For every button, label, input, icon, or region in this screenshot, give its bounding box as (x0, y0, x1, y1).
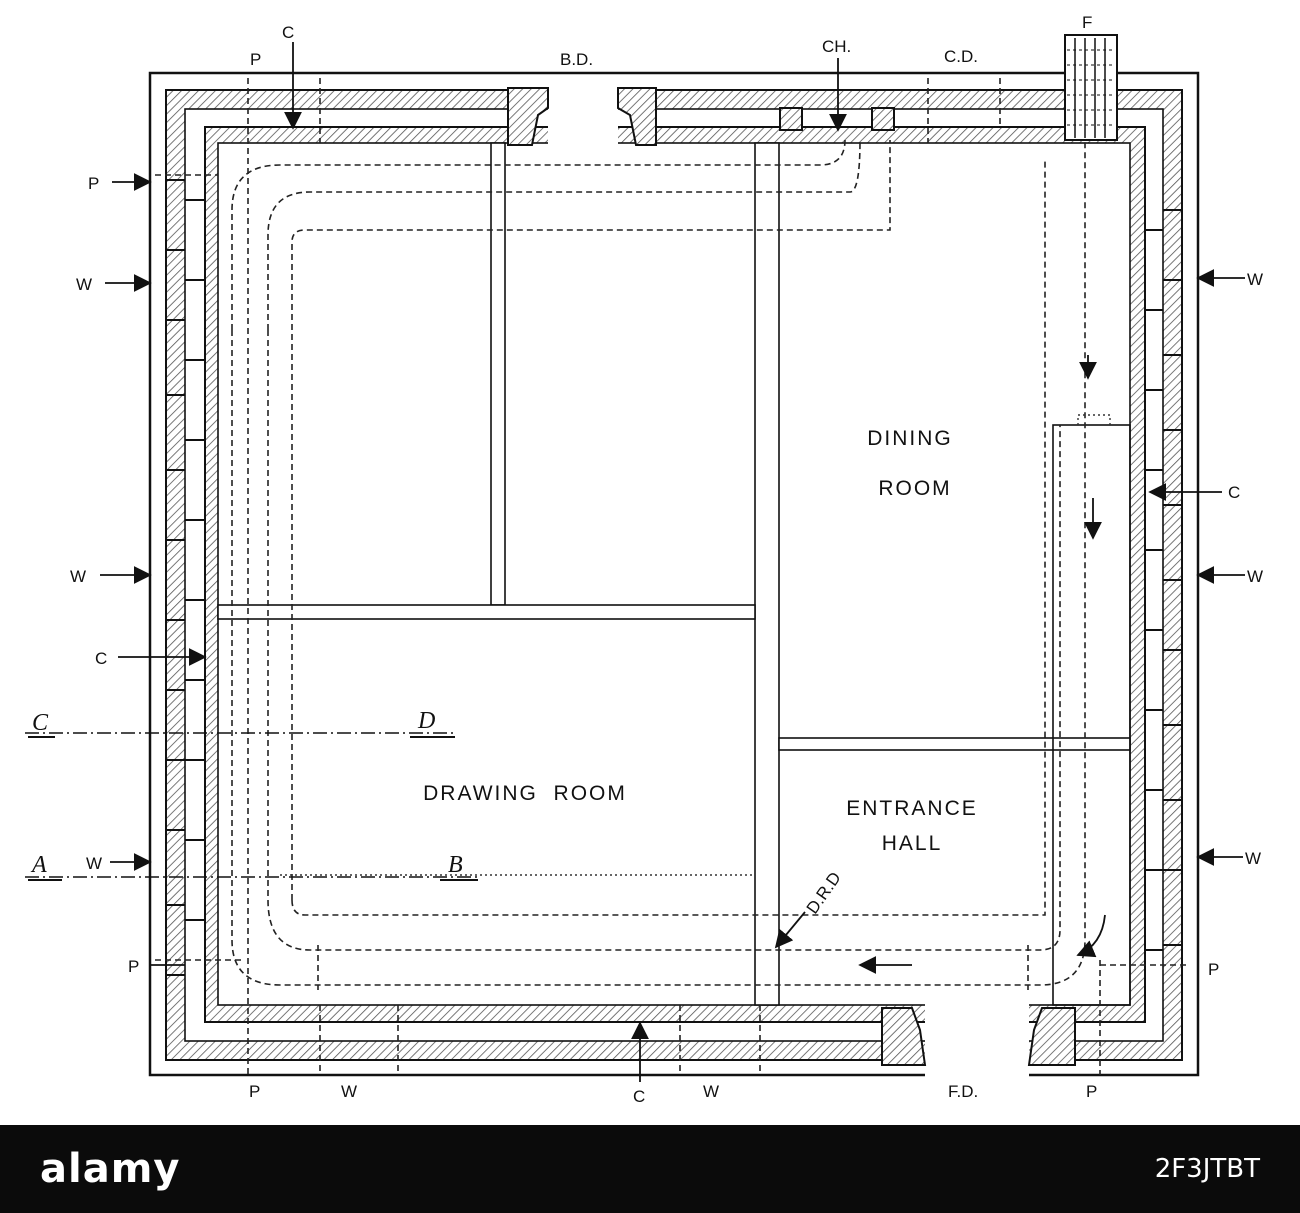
label-c-right: C (1228, 483, 1240, 502)
partitions (217, 142, 1131, 1006)
footer-bar: alamy 2F3JTBT (0, 1125, 1300, 1213)
label-front-door: F.D. (948, 1082, 978, 1101)
label-cellar-door: C.D. (944, 47, 978, 66)
label-w-right-3: W (1245, 849, 1261, 868)
label-p-bottom-left: P (249, 1082, 260, 1101)
label-p-bottom-right: P (1086, 1082, 1097, 1101)
vent-duct-right (1052, 424, 1131, 1006)
label-p-left-bottom: P (128, 957, 139, 976)
image-id: 2F3JTBT (1154, 1154, 1260, 1184)
label-w-bottom-2: W (703, 1082, 719, 1101)
label-chimney: CH. (822, 37, 851, 56)
label-w-left-2: W (70, 567, 86, 586)
pointer-arrows (100, 42, 1245, 1082)
partition-center-vertical (754, 142, 780, 1006)
dining-room-label-line1: DINING (867, 427, 953, 450)
drawing-room-label: DRAWING ROOM (423, 782, 627, 805)
alamy-logo: alamy (40, 1146, 181, 1192)
back-door-jamb-right (617, 87, 657, 146)
section-mark-c: C (32, 710, 49, 736)
label-p-top: P (250, 50, 261, 69)
flue-stack (1064, 34, 1118, 141)
label-w-bottom-1: W (341, 1082, 357, 1101)
section-mark-d: D (417, 708, 435, 734)
partition-horizontal-left (217, 604, 756, 620)
chimney-block-right (871, 107, 895, 131)
label-flue: F (1082, 13, 1092, 32)
brick-joints (166, 179, 1182, 976)
front-door-opening (925, 1000, 1029, 1080)
label-back-door: B.D. (560, 50, 593, 69)
label-p-right-bottom: P (1208, 960, 1219, 979)
entrance-hall-label-line1: ENTRANCE (846, 797, 978, 820)
partition-horizontal-right (778, 737, 1131, 751)
dining-room-label-line2: ROOM (878, 477, 951, 500)
air-ducts (155, 78, 1190, 1075)
interior-floor (217, 142, 1131, 1006)
floor-plan: P C B.D. CH. C.D. F P W W C W P W C W W … (25, 13, 1263, 1106)
partition-left-vertical (490, 142, 506, 606)
label-c-bottom: C (633, 1087, 645, 1106)
label-w-left-1: W (76, 275, 92, 294)
label-p-left-top: P (88, 174, 99, 193)
front-door-jamb-left (881, 1007, 927, 1066)
chimney-block-left (779, 107, 803, 131)
label-c-top: C (282, 23, 294, 42)
back-door-jamb-left (507, 87, 549, 146)
label-c-left: C (95, 649, 107, 668)
building-walls (148, 34, 1200, 1080)
front-door-jamb-right (1027, 1007, 1076, 1066)
entrance-hall-label-line2: HALL (882, 832, 943, 855)
back-door-opening (548, 85, 618, 145)
section-lines (25, 732, 480, 881)
section-mark-a: A (30, 852, 47, 878)
section-mark-b: B (448, 852, 463, 878)
label-w-right-2: W (1247, 567, 1263, 586)
label-w-right-1: W (1247, 270, 1263, 289)
label-w-left-3: W (86, 854, 102, 873)
